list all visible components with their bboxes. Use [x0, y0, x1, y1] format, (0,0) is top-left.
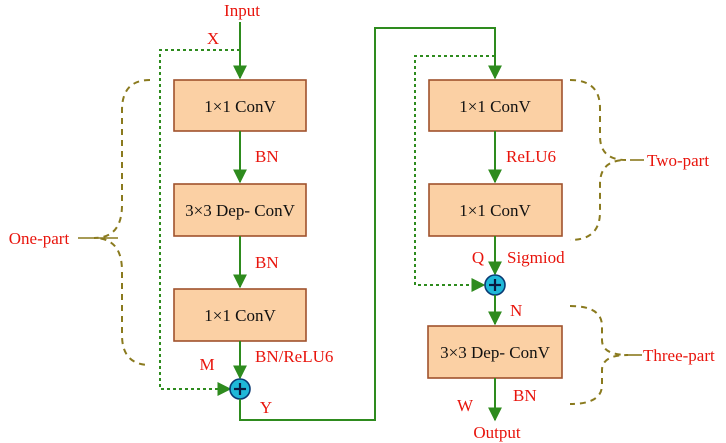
- bn-relu6-label: BN/ReLU6: [255, 347, 333, 366]
- bn2-label: BN: [255, 253, 279, 272]
- left-dep-label: 3×3 Dep- ConV: [185, 201, 295, 220]
- right-dep-label: 3×3 Dep- ConV: [440, 343, 550, 362]
- two-part-brace: [569, 79, 627, 241]
- x-label: X: [207, 29, 219, 48]
- relu6-label: ReLU6: [506, 147, 556, 166]
- one-part-brace: [93, 79, 151, 366]
- left-adder-node: [229, 378, 251, 400]
- right-conv2-label: 1×1 ConV: [459, 201, 531, 220]
- right-skip-connection: [414, 55, 495, 292]
- input-label: Input: [224, 1, 260, 20]
- left-conv1-box: 1×1 ConV: [173, 79, 307, 132]
- three-part-label: Three-part: [643, 346, 715, 365]
- w-label: W: [457, 396, 474, 415]
- left-conv1-label: 1×1 ConV: [204, 97, 276, 116]
- n-label: N: [510, 301, 522, 320]
- right-conv1-label: 1×1 ConV: [459, 97, 531, 116]
- right-conv1-box: 1×1 ConV: [428, 79, 563, 132]
- right-dep-box: 3×3 Dep- ConV: [427, 325, 563, 379]
- three-part-brace: [569, 305, 629, 405]
- m-label: M: [199, 355, 214, 374]
- left-conv2-label: 1×1 ConV: [204, 306, 276, 325]
- right-conv2-box: 1×1 ConV: [428, 183, 563, 237]
- y-label: Y: [260, 398, 272, 417]
- one-part-label: One-part: [9, 229, 70, 248]
- left-conv2-box: 1×1 ConV: [173, 288, 307, 342]
- bn1-label: BN: [255, 147, 279, 166]
- output-label: Output: [473, 423, 521, 442]
- bn-out-label: BN: [513, 386, 537, 405]
- right-adder-node: [484, 274, 506, 296]
- left-dep-box: 3×3 Dep- ConV: [173, 183, 307, 237]
- two-part-label: Two-part: [647, 151, 709, 170]
- q-label: Q: [472, 248, 484, 267]
- sigmoid-label: Sigmiod: [507, 248, 565, 267]
- cross-connection: [239, 27, 502, 421]
